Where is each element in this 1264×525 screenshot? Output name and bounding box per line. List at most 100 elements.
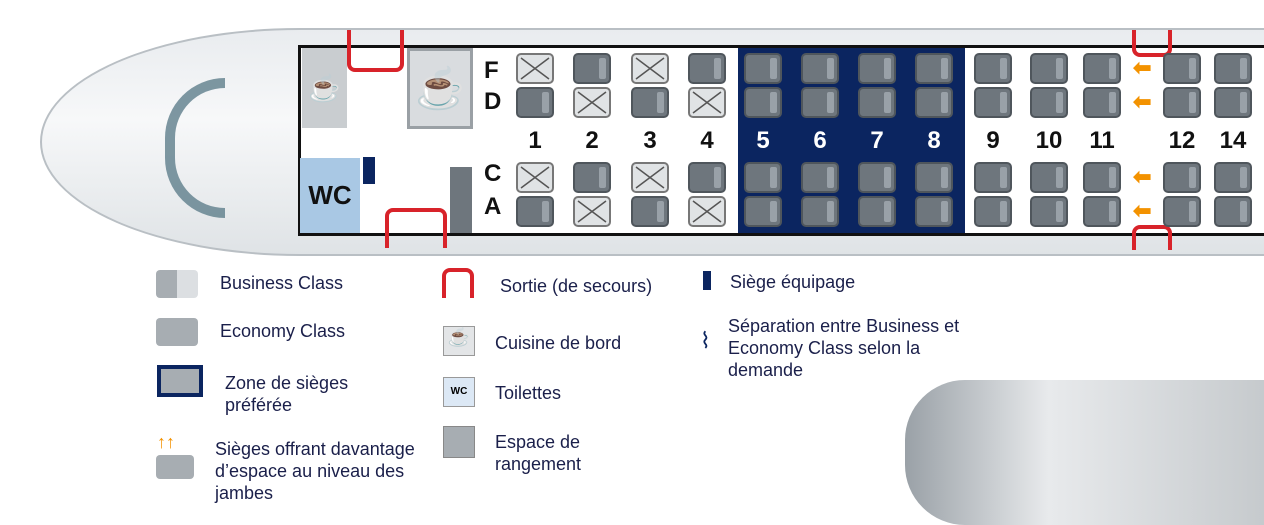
seat-4F[interactable] (688, 53, 726, 84)
row-number: 3 (643, 127, 657, 154)
galley-main: ☕ (407, 48, 473, 129)
blocked-seat (573, 196, 611, 227)
blocked-seat (688, 196, 726, 227)
legroom-arrow-icon: ↑↑ (157, 432, 175, 452)
legend-legroom: Sièges offrant davantage d’espace au niv… (215, 439, 415, 503)
row-number: 9 (986, 127, 1000, 154)
seat-5A[interactable] (744, 196, 782, 227)
legend-storage: Espace de rangement (495, 432, 582, 474)
seat-5C[interactable] (744, 162, 782, 193)
legroom-arrow-icon: ⬅ (1133, 55, 1152, 80)
legend-separation-icon: ⌇ (700, 328, 711, 353)
legroom-arrow-icon: ⬅ (1133, 89, 1152, 114)
row-number: 7 (870, 127, 884, 154)
legend-preferred-icon (157, 365, 203, 397)
seat-7D[interactable] (858, 87, 896, 118)
legend-separation: Séparation entre Business et Economy Cla… (728, 316, 960, 380)
blocked-seat (688, 87, 726, 118)
legend-galley-icon: ☕ (443, 326, 475, 356)
legend-toilets-icon: WC (443, 377, 475, 407)
row-number: 6 (813, 127, 827, 154)
seat-7C[interactable] (858, 162, 896, 193)
seat-12C[interactable] (1163, 162, 1201, 193)
legend-crew-icon (703, 271, 711, 290)
row-number: 5 (756, 127, 770, 154)
seat-8D[interactable] (915, 87, 953, 118)
seat-10F[interactable] (1030, 53, 1068, 84)
blocked-seat (516, 162, 554, 193)
seat-11F[interactable] (1083, 53, 1121, 84)
blocked-x-icon (635, 166, 665, 189)
wc: WC (300, 158, 360, 233)
seat-letter-C: C (484, 160, 502, 187)
seat-5F[interactable] (744, 53, 782, 84)
blocked-x-icon (692, 200, 722, 223)
seat-11A[interactable] (1083, 196, 1121, 227)
seat-4C[interactable] (688, 162, 726, 193)
seat-3A[interactable] (631, 196, 669, 227)
legend-economy-icon (156, 318, 198, 346)
seat-8C[interactable] (915, 162, 953, 193)
row-number: 12 (1168, 127, 1196, 154)
seat-6A[interactable] (801, 196, 839, 227)
seat-12A[interactable] (1163, 196, 1201, 227)
blocked-x-icon (577, 200, 607, 223)
seat-11C[interactable] (1083, 162, 1121, 193)
seat-3D[interactable] (631, 87, 669, 118)
seat-letter-A: A (484, 193, 502, 220)
legroom-arrow-icon: ⬅ (1133, 164, 1152, 189)
legend-toilets: Toilettes (495, 383, 562, 403)
row-number: 11 (1089, 127, 1115, 154)
legend-galley: Cuisine de bord (495, 333, 622, 353)
blocked-x-icon (520, 57, 550, 80)
seat-10C[interactable] (1030, 162, 1068, 193)
seat-8A[interactable] (915, 196, 953, 227)
seat-14A[interactable] (1214, 196, 1252, 227)
row-number: 2 (585, 127, 599, 154)
seat-1A[interactable] (516, 196, 554, 227)
crew-seat (363, 157, 375, 184)
legend-storage-icon (443, 426, 475, 458)
blocked-seat (516, 53, 554, 84)
row-number: 4 (700, 127, 714, 154)
exit-wing-top (1132, 30, 1172, 57)
legend-business: Business Class (220, 273, 344, 293)
exit-front-top (347, 30, 404, 72)
seat-1D[interactable] (516, 87, 554, 118)
blocked-seat (631, 162, 669, 193)
seat-6F[interactable] (801, 53, 839, 84)
exit-front-bottom (385, 208, 447, 248)
legend-legroom-icon (156, 455, 194, 479)
legend-crew: Siège équipage (730, 272, 856, 292)
seat-5D[interactable] (744, 87, 782, 118)
row-number: 14 (1219, 127, 1247, 154)
seat-10A[interactable] (1030, 196, 1068, 227)
blocked-x-icon (577, 91, 607, 114)
seat-14F[interactable] (1214, 53, 1252, 84)
seat-14C[interactable] (1214, 162, 1252, 193)
legroom-arrow-icon: ⬅ (1133, 198, 1152, 223)
seat-9A[interactable] (974, 196, 1012, 227)
seat-9D[interactable] (974, 87, 1012, 118)
seat-6C[interactable] (801, 162, 839, 193)
blocked-x-icon (520, 166, 550, 189)
seat-9C[interactable] (974, 162, 1012, 193)
seat-6D[interactable] (801, 87, 839, 118)
seat-7F[interactable] (858, 53, 896, 84)
seat-12F[interactable] (1163, 53, 1201, 84)
seat-12D[interactable] (1163, 87, 1201, 118)
storage (450, 167, 472, 233)
seat-7A[interactable] (858, 196, 896, 227)
legend-exit: Sortie (de secours) (500, 276, 653, 296)
blocked-x-icon (692, 91, 722, 114)
seat-2C[interactable] (573, 162, 611, 193)
seat-9F[interactable] (974, 53, 1012, 84)
seat-10D[interactable] (1030, 87, 1068, 118)
legend-business-icon (156, 270, 198, 298)
engine (905, 380, 1264, 525)
seat-8F[interactable] (915, 53, 953, 84)
seat-letter-D: D (484, 88, 502, 115)
seat-14D[interactable] (1214, 87, 1252, 118)
seat-11D[interactable] (1083, 87, 1121, 118)
seat-2F[interactable] (573, 53, 611, 84)
